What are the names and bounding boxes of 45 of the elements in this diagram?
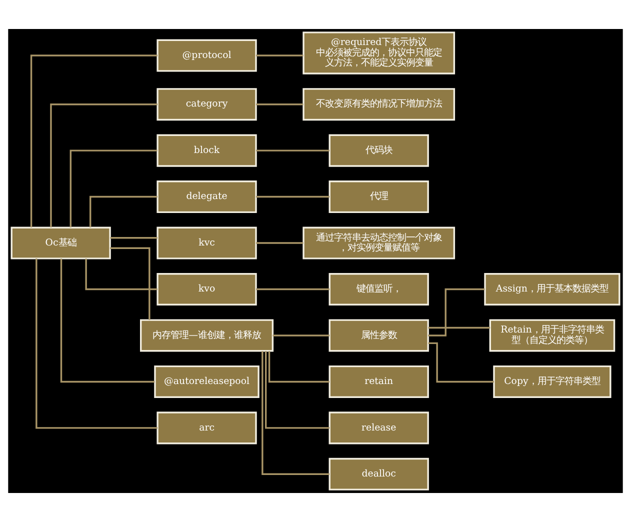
- node-box: 属性参数: [328, 319, 429, 352]
- connector: [50, 103, 158, 228]
- connector: [256, 103, 304, 106]
- connector: [30, 54, 158, 228]
- connector: [428, 326, 490, 329]
- connector: [90, 196, 158, 228]
- node-box: dealloc: [328, 458, 429, 490]
- node-box: 代理: [328, 180, 429, 214]
- node-box: 键值监听，: [328, 272, 429, 306]
- node-box: kvo: [156, 272, 257, 306]
- connector: [256, 288, 330, 290]
- connector: [110, 237, 158, 239]
- node-box: Oc基础: [10, 226, 111, 260]
- connector: [60, 258, 155, 383]
- node-box: retain: [328, 365, 429, 398]
- node-box: Retain，用于非字符串类型（自定义的类等）: [489, 319, 616, 352]
- node-box: arc: [156, 412, 257, 444]
- node-box: @required下表示协议中必须被完成的，协议中只能定义方法，不能定义实例变量: [302, 32, 456, 74]
- connector: [256, 242, 304, 244]
- node-box: delegate: [156, 180, 257, 214]
- node-box: category: [156, 88, 257, 121]
- connector: [256, 54, 304, 56]
- connector: [256, 196, 330, 198]
- connector: [268, 351, 330, 383]
- node-box: 不改变原有类的情况下增加方法: [302, 88, 456, 121]
- connector: [262, 351, 330, 476]
- connector: [36, 258, 158, 429]
- connector: [110, 247, 150, 320]
- node-box: Copy，用于字符串类型: [493, 365, 612, 398]
- node-box: Assign，用于基本数据类型: [484, 272, 620, 306]
- node-box: @autoreleasepool: [154, 365, 260, 398]
- node-box: 内存管理—谁创建，谁释放: [140, 319, 274, 352]
- node-box: release: [328, 412, 429, 444]
- node-box: kvc: [156, 226, 257, 260]
- connector: [256, 150, 330, 152]
- node-box: @protocol: [156, 39, 257, 72]
- connector: [428, 342, 494, 383]
- connector: [85, 258, 158, 290]
- node-box: 代码块: [328, 134, 429, 167]
- connector: [428, 288, 485, 336]
- node-box: 通过字符串去动态控制一个对象，对实例变量赋值等: [302, 226, 456, 260]
- node-box: block: [156, 134, 257, 167]
- connector: [272, 334, 330, 336]
- connector: [70, 150, 158, 228]
- connector: [265, 351, 330, 429]
